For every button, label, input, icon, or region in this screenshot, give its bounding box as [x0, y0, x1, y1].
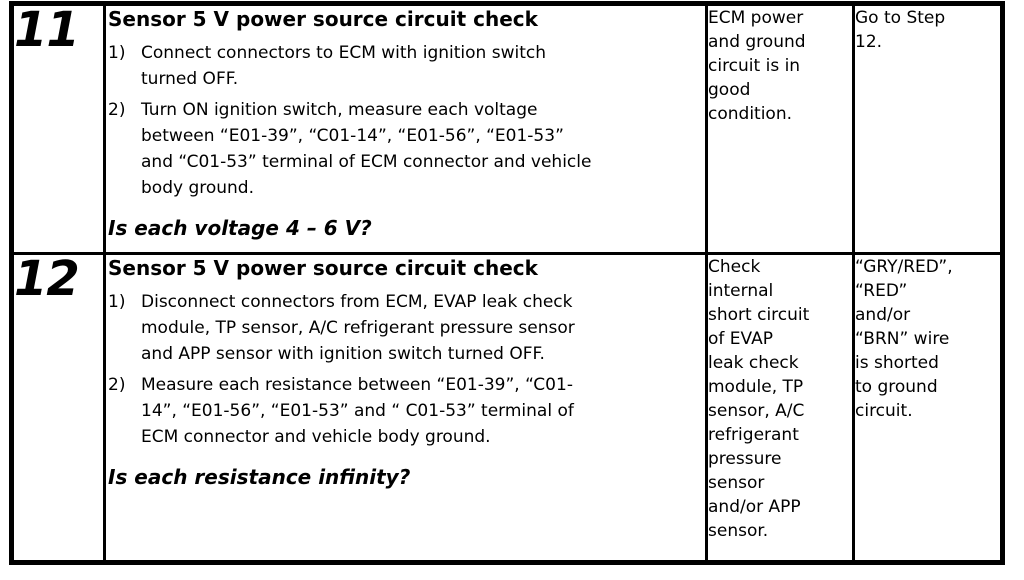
- list-item-number: 2): [108, 375, 126, 395]
- action-title: Sensor 5 V power source circuit check: [108, 256, 538, 280]
- table-row-step-12: 12 Sensor 5 V power source circuit check…: [10, 252, 1004, 564]
- step-number: 11: [10, 2, 106, 255]
- list-item-number: 1): [108, 292, 126, 312]
- diagnostic-step-table: 11 Sensor 5 V power source circuit check…: [9, 1, 1005, 565]
- list-item-text: Turn ON ignition switch, measure each vo…: [141, 100, 592, 198]
- action-cell: Sensor 5 V power source circuit check 1)…: [103, 2, 708, 255]
- no-result-cell: “GRY/RED”, “RED” and/or “BRN” wire is sh…: [852, 252, 1004, 564]
- diagnostic-question: Is each resistance infinity?: [108, 465, 411, 489]
- list-item-number: 2): [108, 100, 126, 120]
- step-number: 12: [10, 252, 106, 564]
- list-item-text: Disconnect connectors from ECM, EVAP lea…: [141, 292, 575, 364]
- list-item-text: Connect connectors to ECM with ignition …: [141, 43, 546, 89]
- list-item: 2) Turn ON ignition switch, measure each…: [108, 97, 705, 201]
- list-item-text: Measure each resistance between “E01-39”…: [141, 375, 574, 447]
- yes-result-cell: Check internal short circuit of EVAP lea…: [705, 252, 855, 564]
- action-title: Sensor 5 V power source circuit check: [108, 7, 538, 31]
- list-item-number: 1): [108, 43, 126, 63]
- diagnostic-question: Is each voltage 4 – 6 V?: [108, 216, 372, 240]
- list-item: 1) Connect connectors to ECM with igniti…: [108, 40, 705, 92]
- action-cell: Sensor 5 V power source circuit check 1)…: [103, 252, 708, 564]
- list-item: 1) Disconnect connectors from ECM, EVAP …: [108, 289, 705, 367]
- table-row-step-11: 11 Sensor 5 V power source circuit check…: [10, 2, 1004, 255]
- no-result-cell: Go to Step 12.: [852, 2, 1004, 255]
- yes-result-cell: ECM power and ground circuit is in good …: [705, 2, 855, 255]
- list-item: 2) Measure each resistance between “E01-…: [108, 372, 705, 450]
